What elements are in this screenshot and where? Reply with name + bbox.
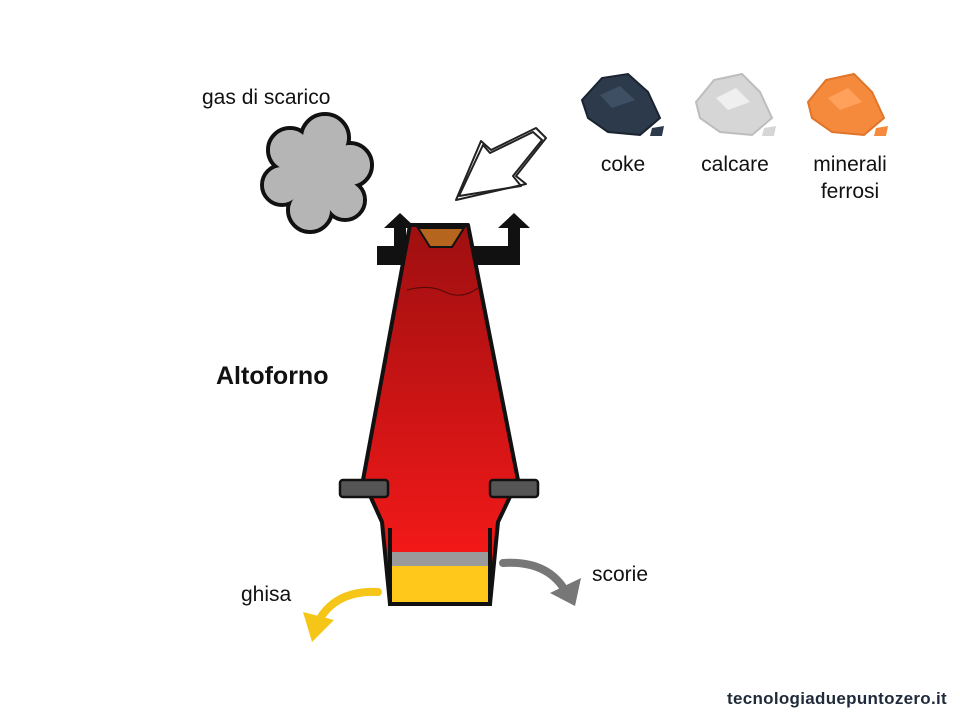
tuyeres: [338, 478, 540, 499]
material-label-iron-ore: minerali ferrosi: [813, 153, 887, 203]
pig-iron-layer: [392, 566, 488, 602]
furnace-body: [361, 223, 520, 606]
pig-iron-label: ghisa: [241, 583, 292, 606]
load-arrow-icon: [455, 127, 547, 201]
slag-layer: [392, 552, 488, 566]
footer-watermark: tecnologiaduepuntozero.it: [727, 689, 947, 708]
furnace-title: Altoforno: [216, 362, 329, 390]
iron-ore-pile-icon: [806, 72, 888, 137]
slag-arrow: [499, 558, 581, 606]
exhaust-smoke-icon: [260, 112, 374, 234]
limestone-pile-icon: [694, 72, 776, 137]
charge-hopper: [416, 227, 466, 248]
pig-iron-arrow: [303, 587, 382, 642]
material-label-coke: coke: [600, 153, 646, 176]
exhaust-gas-label: gas di scarico: [202, 86, 331, 109]
slag-label: scorie: [592, 563, 649, 586]
material-label-limestone: calcare: [701, 153, 769, 176]
coke-pile-icon: [580, 72, 664, 137]
